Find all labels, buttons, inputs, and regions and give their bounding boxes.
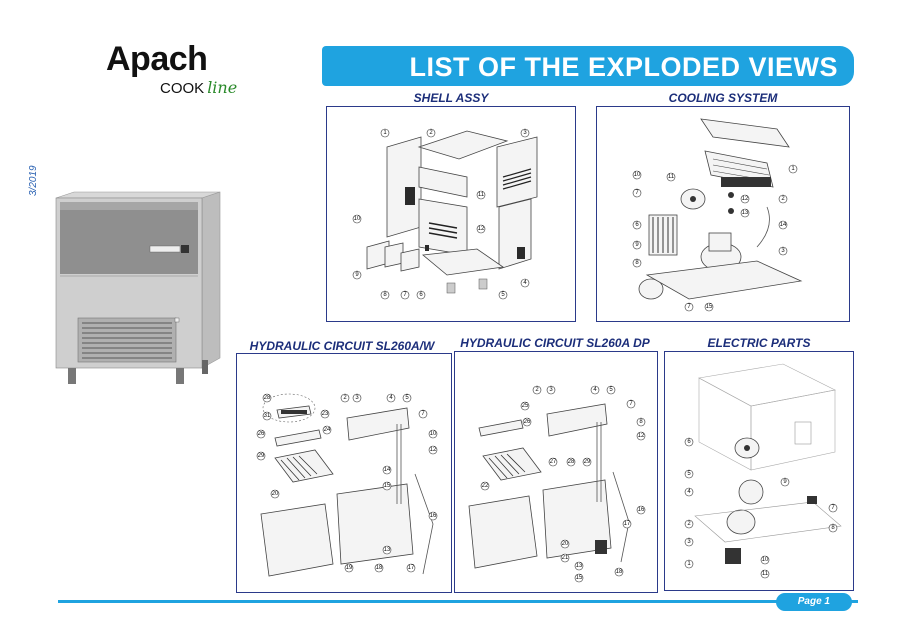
svg-text:10: 10 <box>354 216 361 222</box>
svg-text:8: 8 <box>831 525 835 531</box>
svg-text:16: 16 <box>430 513 437 519</box>
svg-text:12: 12 <box>638 433 645 439</box>
svg-text:6: 6 <box>687 439 691 445</box>
svg-text:23: 23 <box>322 411 329 417</box>
svg-text:12: 12 <box>742 196 749 202</box>
date-stamp: 3/2019 <box>28 165 39 196</box>
svg-text:12: 12 <box>478 226 485 232</box>
svg-text:14: 14 <box>780 222 787 228</box>
svg-text:13: 13 <box>384 547 391 553</box>
svg-text:2: 2 <box>781 196 785 202</box>
section-label-cooling: COOLING SYSTEM <box>668 91 778 105</box>
panel-shell-assy[interactable]: 1 2 3 4 5 6 7 8 9 10 11 12 <box>326 106 576 322</box>
svg-text:6: 6 <box>635 222 639 228</box>
svg-text:7: 7 <box>403 292 407 298</box>
svg-text:19: 19 <box>346 565 353 571</box>
svg-text:17: 17 <box>624 521 631 527</box>
svg-text:12: 12 <box>430 447 437 453</box>
svg-text:1: 1 <box>687 561 691 567</box>
svg-text:16: 16 <box>638 507 645 513</box>
footer-divider <box>58 600 858 603</box>
svg-text:29: 29 <box>258 453 265 459</box>
svg-text:26: 26 <box>258 431 265 437</box>
panel-cooling-system[interactable]: 1 2 3 7 8 9 6 10 11 12 13 14 15 7 <box>596 106 850 322</box>
svg-text:5: 5 <box>405 395 409 401</box>
svg-text:27: 27 <box>550 459 557 465</box>
svg-text:29: 29 <box>584 459 591 465</box>
svg-text:10: 10 <box>634 172 641 178</box>
brand-line-b: line <box>207 78 238 97</box>
svg-text:15: 15 <box>384 483 391 489</box>
svg-text:4: 4 <box>593 387 597 393</box>
svg-text:1: 1 <box>791 166 795 172</box>
svg-text:11: 11 <box>762 571 769 577</box>
svg-text:11: 11 <box>478 192 485 198</box>
svg-text:2: 2 <box>535 387 539 393</box>
svg-text:26: 26 <box>524 419 531 425</box>
svg-text:13: 13 <box>576 563 583 569</box>
svg-text:9: 9 <box>355 272 359 278</box>
svg-text:15: 15 <box>706 304 713 310</box>
svg-text:3: 3 <box>523 130 527 136</box>
svg-text:20: 20 <box>272 491 279 497</box>
svg-text:2: 2 <box>687 521 691 527</box>
svg-text:3: 3 <box>687 539 691 545</box>
section-label-hydraulic-dp: HYDRAULIC CIRCUIT SL260A DP <box>460 336 650 350</box>
brand-name: Apach <box>106 40 208 78</box>
svg-text:9: 9 <box>783 479 787 485</box>
section-label-electric: ELECTRIC PARTS <box>707 336 811 350</box>
svg-text:3: 3 <box>355 395 359 401</box>
svg-text:17: 17 <box>408 565 415 571</box>
svg-text:8: 8 <box>383 292 387 298</box>
svg-text:8: 8 <box>639 419 643 425</box>
svg-text:5: 5 <box>687 471 691 477</box>
svg-text:2: 2 <box>429 130 433 136</box>
svg-text:10: 10 <box>762 557 769 563</box>
svg-text:15: 15 <box>576 575 583 581</box>
svg-text:5: 5 <box>501 292 505 298</box>
svg-text:5: 5 <box>609 387 613 393</box>
svg-text:7: 7 <box>687 304 691 310</box>
svg-text:4: 4 <box>389 395 393 401</box>
section-label-shell: SHELL ASSY <box>413 91 489 105</box>
svg-text:9: 9 <box>635 242 639 248</box>
svg-text:2: 2 <box>343 395 347 401</box>
panel-electric-parts[interactable]: 6 5 4 2 3 1 7 8 9 10 11 <box>664 351 854 591</box>
page-title: LIST OF THE EXPLODED VIEWS <box>409 52 838 82</box>
svg-text:22: 22 <box>482 483 489 489</box>
svg-text:4: 4 <box>523 280 527 286</box>
brand-line-a: COOK <box>160 80 205 97</box>
page-badge: Page 1 <box>776 593 852 611</box>
svg-text:8: 8 <box>635 260 639 266</box>
svg-text:21: 21 <box>562 555 569 561</box>
section-label-hydraulic-aw: HYDRAULIC CIRCUIT SL260A/W <box>249 339 435 353</box>
svg-text:18: 18 <box>376 565 383 571</box>
panel-hydraulic-circuit-aw[interactable]: 28 31 26 29 20 23 24 2 3 4 5 7 10 12 14 … <box>236 353 452 593</box>
svg-text:28: 28 <box>264 395 271 401</box>
svg-text:10: 10 <box>430 431 437 437</box>
svg-text:6: 6 <box>419 292 423 298</box>
svg-text:4: 4 <box>687 489 691 495</box>
svg-text:31: 31 <box>264 413 271 419</box>
svg-text:3: 3 <box>549 387 553 393</box>
svg-text:18: 18 <box>616 569 623 575</box>
svg-text:28: 28 <box>568 459 575 465</box>
svg-text:7: 7 <box>629 401 633 407</box>
svg-text:24: 24 <box>324 427 331 433</box>
svg-text:7: 7 <box>831 505 835 511</box>
panel-hydraulic-circuit-dp[interactable]: 2 3 4 5 7 8 12 25 26 27 28 29 22 16 17 2… <box>454 351 658 593</box>
svg-text:25: 25 <box>522 403 529 409</box>
page-number: Page 1 <box>797 596 830 607</box>
svg-text:14: 14 <box>384 467 391 473</box>
svg-text:7: 7 <box>421 411 425 417</box>
svg-text:3: 3 <box>781 248 785 254</box>
svg-text:1: 1 <box>383 130 387 136</box>
svg-text:20: 20 <box>562 541 569 547</box>
product-image <box>52 190 224 390</box>
title-banner: LIST OF THE EXPLODED VIEWS <box>322 46 854 86</box>
svg-text:13: 13 <box>742 210 749 216</box>
svg-text:7: 7 <box>635 190 639 196</box>
svg-text:11: 11 <box>668 174 675 180</box>
